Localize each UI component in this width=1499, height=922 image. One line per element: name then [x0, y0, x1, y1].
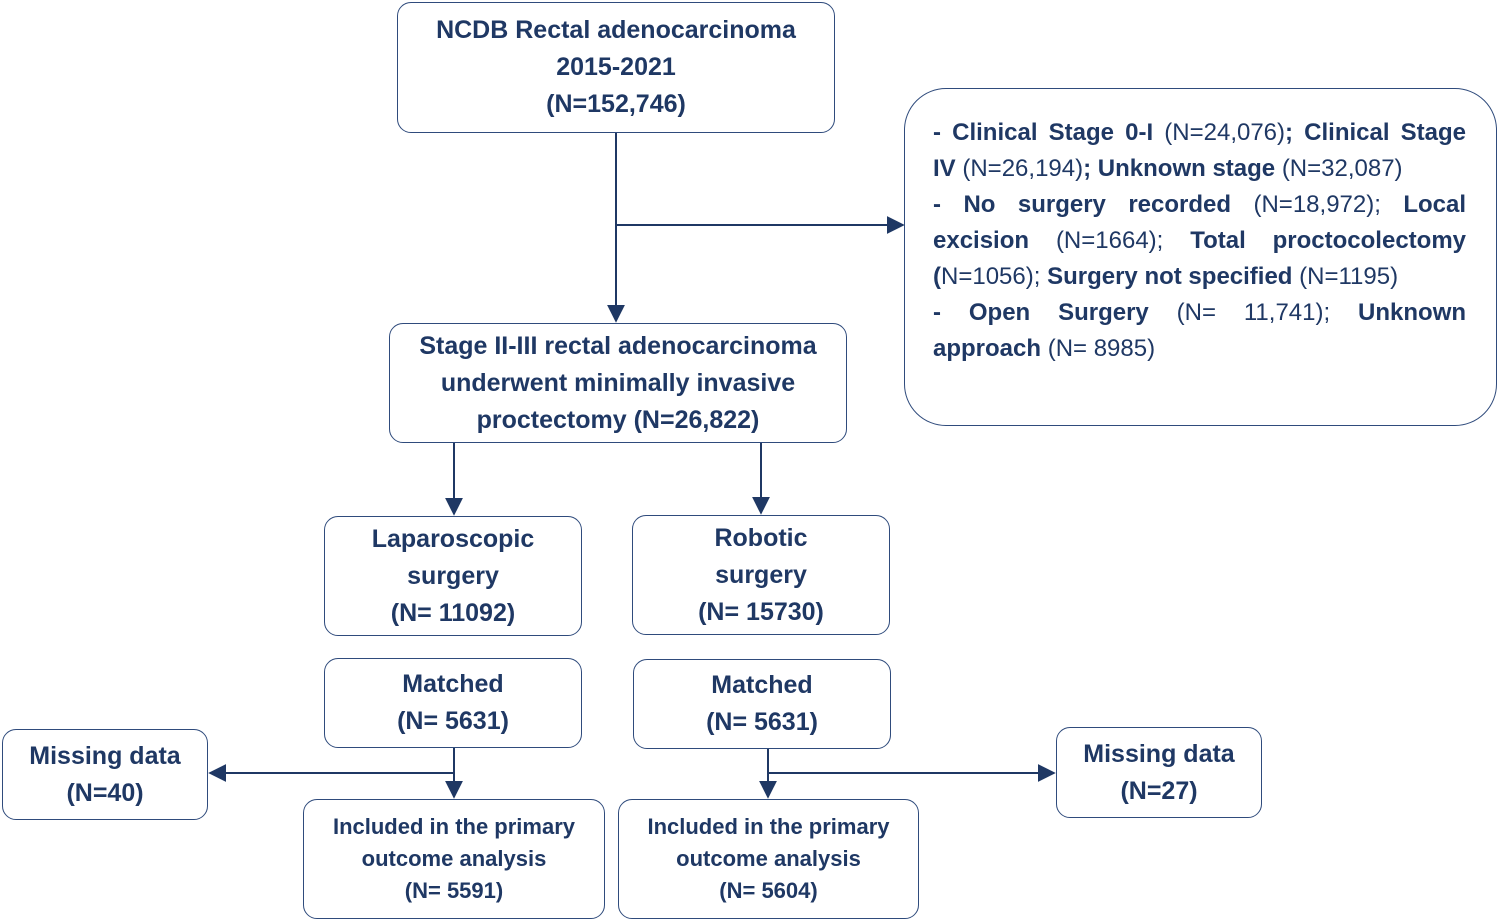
- robotic-surgery-box: Robotic surgery (N= 15730): [632, 515, 890, 635]
- included-lap-line2: outcome analysis: [361, 846, 547, 871]
- matched-rob-line1: Matched: [711, 671, 813, 699]
- missing-lap-line1: Missing data: [29, 741, 181, 770]
- exclusion-label: No surgery recorded: [963, 191, 1232, 218]
- exclusion-label: Open Surgery: [968, 299, 1149, 326]
- exclusion-count: (N=1195): [1299, 263, 1399, 290]
- included-lap-line1: Included in the primary: [332, 814, 576, 839]
- missing-data-laparoscopic-box: Missing data (N=40): [2, 729, 208, 820]
- exclusion-label: Clinical Stage 0-I: [952, 119, 1154, 146]
- included-robotic-box: Included in the primary outcome analysis…: [618, 799, 919, 919]
- matched-lap-line2: (N= 5631): [397, 707, 509, 735]
- included-laparoscopic-box: Included in the primary outcome analysis…: [303, 799, 605, 919]
- exclusion-count: (N= 11,741);: [1176, 299, 1331, 326]
- exclusion-count: N=1056);: [941, 263, 1041, 290]
- exclusion-count: (N=26,194): [962, 155, 1084, 182]
- exclusion-item-stage: - Clinical Stage 0-I (N=24,076); Clinica…: [933, 119, 1467, 182]
- exclusion-label: Unknown approach: [933, 299, 1467, 362]
- exclusion-item-surgery: - No surgery recorded (N=18,972); Local …: [933, 191, 1467, 290]
- study-cohort-box: Stage II-III rectal adenocarcinoma under…: [389, 323, 847, 443]
- laparoscopic-line3: (N= 11092): [390, 598, 516, 627]
- laparoscopic-line2: surgery: [407, 561, 499, 590]
- cohort-line1: Stage II-III rectal adenocarcinoma: [419, 331, 817, 360]
- exclusion-count: (N=1664);: [1055, 227, 1164, 254]
- laparoscopic-surgery-box: Laparoscopic surgery (N= 11092): [324, 516, 582, 636]
- exclusion-label: Local excision: [933, 191, 1467, 254]
- missing-data-robotic-box: Missing data (N=27): [1056, 727, 1262, 818]
- included-rob-line1: Included in the primary: [647, 814, 890, 839]
- source-line2: 2015-2021: [556, 53, 676, 81]
- exclusion-label: Surgery not specified: [1047, 263, 1293, 290]
- included-rob-line2: outcome analysis: [676, 846, 861, 871]
- matched-laparoscopic-box: Matched (N= 5631): [324, 658, 582, 748]
- source-line1: NCDB Rectal adenocarcinoma: [436, 16, 796, 44]
- exclusion-item-approach: - Open Surgery (N= 11,741); Unknown appr…: [933, 299, 1467, 362]
- exclusion-count: (N=32,087): [1281, 155, 1403, 182]
- source-line3: (N=152,746): [546, 90, 686, 118]
- matched-robotic-box: Matched (N= 5631): [633, 659, 891, 749]
- matched-rob-line2: (N= 5631): [706, 708, 818, 736]
- included-rob-line3: (N= 5604): [719, 878, 818, 903]
- robotic-line3: (N= 15730): [698, 597, 824, 626]
- missing-rob-line2: (N=27): [1120, 776, 1198, 805]
- robotic-line1: Robotic: [714, 523, 808, 552]
- exclusion-count: (N=18,972);: [1253, 191, 1381, 218]
- cohort-line2: underwent minimally invasive: [440, 368, 796, 397]
- robotic-line2: surgery: [715, 560, 807, 589]
- laparoscopic-line1: Laparoscopic: [371, 524, 535, 553]
- exclusion-count: (N=24,076): [1164, 119, 1286, 146]
- source-population-box: NCDB Rectal adenocarcinoma 2015-2021 (N=…: [397, 2, 835, 133]
- exclusion-label: Total proctocolectomy: [1190, 227, 1467, 254]
- matched-lap-line1: Matched: [402, 670, 504, 698]
- exclusion-label: Clinical Stage IV: [933, 119, 1467, 182]
- exclusion-label: Unknown stage: [1097, 155, 1276, 182]
- missing-lap-line2: (N=40): [66, 778, 144, 807]
- missing-rob-line1: Missing data: [1083, 739, 1235, 768]
- exclusion-count: (N= 8985): [1047, 335, 1156, 362]
- included-lap-line3: (N= 5591): [404, 878, 504, 903]
- exclusion-criteria-box: - Clinical Stage 0-I (N=24,076); Clinica…: [904, 88, 1497, 426]
- cohort-line3: proctectomy (N=26,822): [476, 405, 760, 434]
